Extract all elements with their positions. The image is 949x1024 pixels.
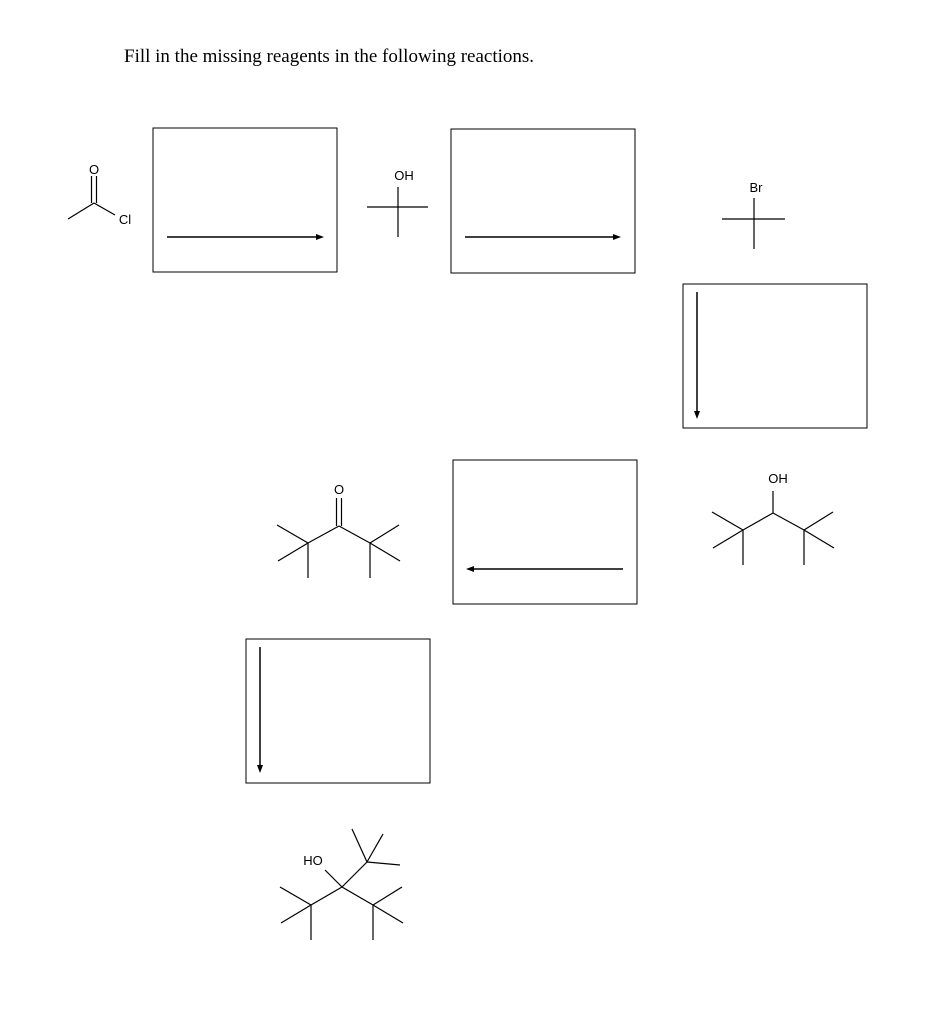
tert-butanol-structure: OH (367, 168, 428, 237)
hydroxyl-label: OH (394, 168, 414, 183)
question-text: Fill in the missing reagents in the foll… (124, 46, 535, 67)
reagent-box-1[interactable] (152, 127, 338, 273)
di-tert-butylmethanol-structure: OH (711, 471, 835, 565)
tert-butyl-bromide-structure: Br (722, 180, 785, 249)
tri-tert-butylmethanol-structure: HO (279, 828, 404, 940)
reagent-box-4[interactable] (452, 459, 638, 605)
ketone-oxygen-label: O (334, 482, 344, 497)
oxygen-label: O (89, 162, 99, 177)
reagent-box-5[interactable] (245, 638, 431, 784)
chlorine-label: Cl (119, 212, 131, 227)
hydroxyl-label-2: OH (768, 471, 788, 486)
di-tert-butyl-ketone-structure: O (276, 482, 401, 578)
hydroxyl-left-label: HO (303, 853, 323, 868)
reagent-box-2[interactable] (450, 128, 636, 274)
reagent-box-3[interactable] (682, 283, 868, 429)
bromine-label: Br (750, 180, 764, 195)
acetyl-chloride-structure: O Cl (67, 162, 131, 227)
